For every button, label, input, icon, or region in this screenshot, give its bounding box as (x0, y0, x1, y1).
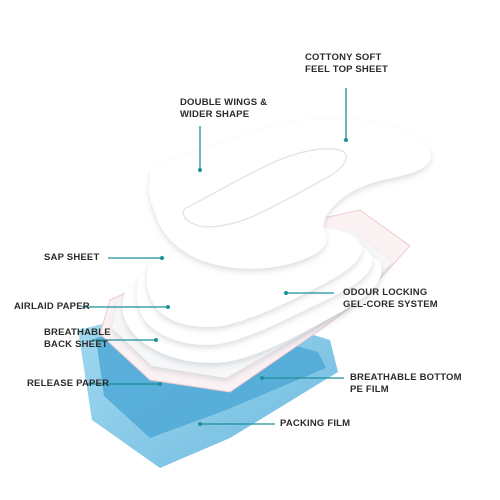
label-line: DOUBLE WINGS & (180, 97, 268, 108)
label-breathable-bottom-pe-film: BREATHABLE BOTTOM PE FILM (350, 372, 462, 396)
label-breathable-back-sheet: BREATHABLE BACK SHEET (44, 327, 111, 351)
label-line: BACK SHEET (44, 339, 108, 350)
label-odour-locking-gel-core: ODOUR LOCKING GEL-CORE SYSTEM (343, 287, 438, 311)
label-double-wings: DOUBLE WINGS & WIDER SHAPE (180, 97, 267, 121)
label-packing-film: PACKING FILM (280, 418, 350, 430)
label-sap-sheet: SAP SHEET (44, 252, 99, 264)
label-line: GEL-CORE SYSTEM (343, 299, 438, 310)
label-line: WIDER SHAPE (180, 109, 250, 120)
label-line: FEEL TOP SHEET (305, 64, 389, 75)
label-line: PACKING FILM (280, 418, 351, 429)
leader-lines (82, 88, 347, 425)
label-cottony-soft-top-sheet: COTTONY SOFT FEEL TOP SHEET (305, 52, 388, 76)
top-sheet-channel (182, 148, 348, 228)
label-line: RELEASE PAPER (27, 378, 110, 389)
label-line: BREATHABLE (44, 327, 111, 338)
label-line: BREATHABLE BOTTOM (350, 372, 462, 383)
leader-dots (154, 138, 348, 426)
label-release-paper: RELEASE PAPER (27, 378, 109, 390)
label-airlaid-paper: AIRLAID PAPER (14, 301, 90, 313)
label-line: COTTONY SOFT (305, 52, 382, 63)
label-line: SAP SHEET (44, 252, 100, 263)
label-line: ODOUR LOCKING (343, 287, 428, 298)
label-line: AIRLAID PAPER (14, 301, 90, 312)
label-line: PE FILM (350, 384, 389, 395)
top-sheet-layer (148, 119, 432, 269)
